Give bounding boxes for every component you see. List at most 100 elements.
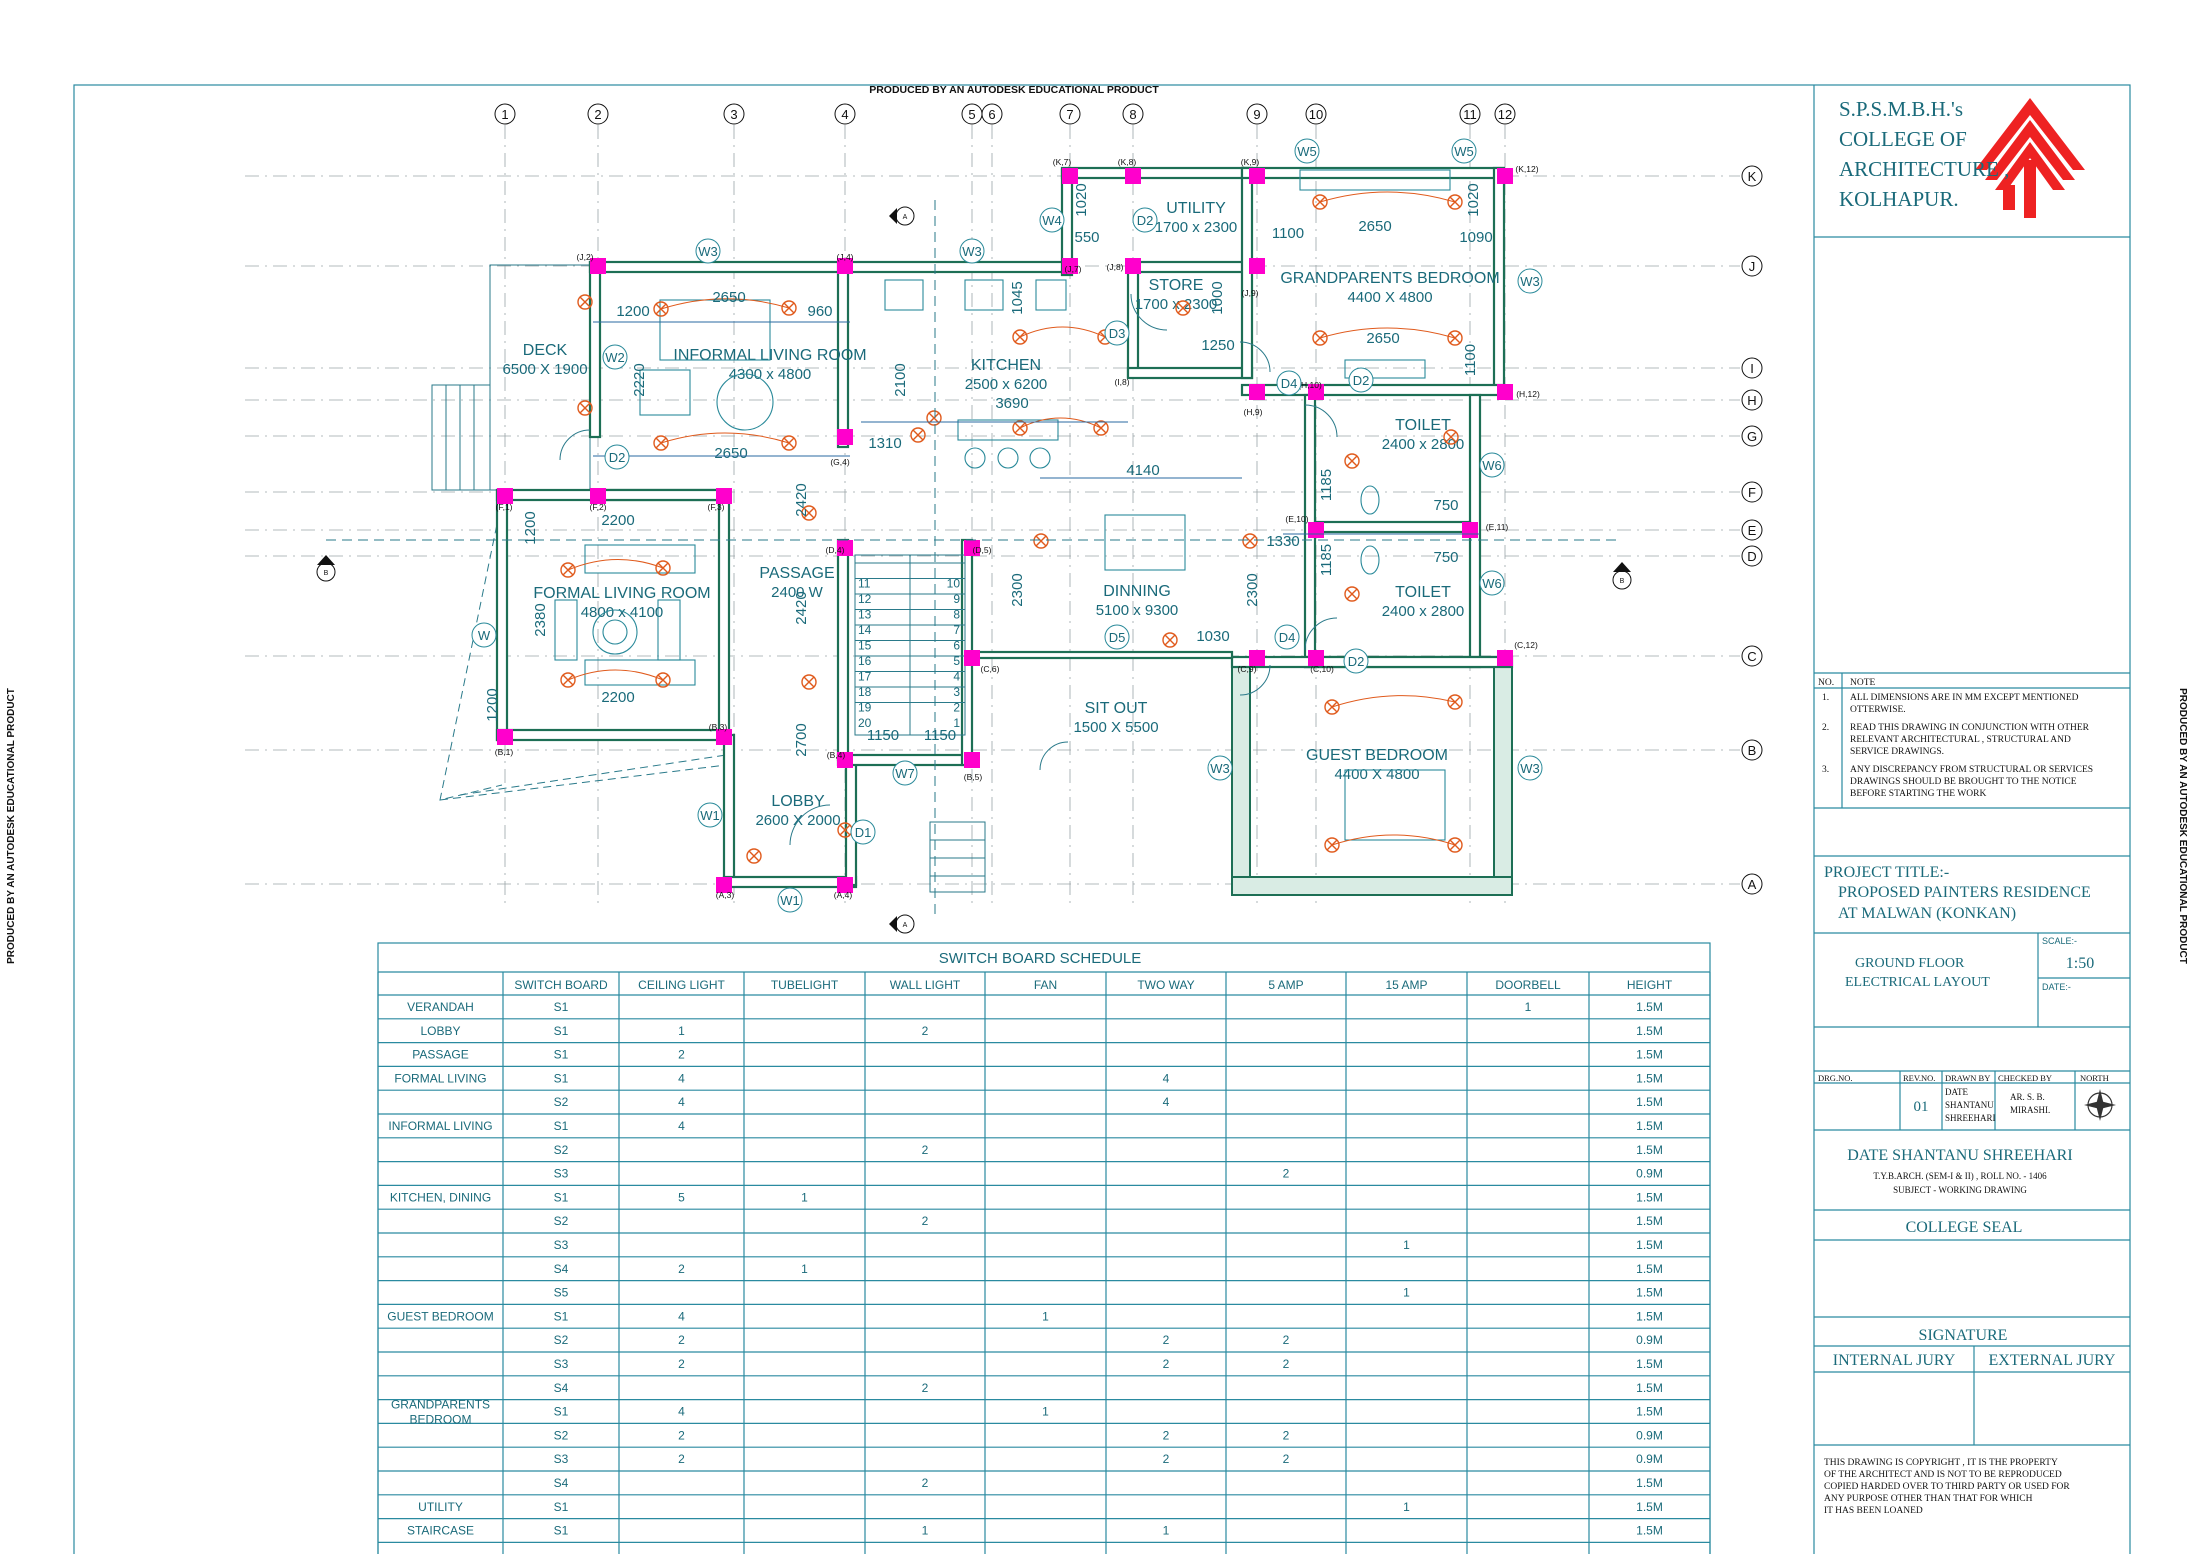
room-name: KITCHEN — [971, 357, 1041, 374]
grid-row-c: C — [1747, 649, 1756, 664]
schedule-cell: 2 — [1163, 1428, 1170, 1442]
opening-tag: D2 — [1353, 373, 1370, 388]
opening-tag: W7 — [895, 766, 915, 781]
schedule-cell: 2 — [678, 1048, 685, 1062]
schedule-cell: 1.5M — [1636, 1286, 1663, 1300]
drawn-by-label: DRAWN BY — [1945, 1073, 1990, 1083]
schedule-room: UTILITY — [418, 1500, 463, 1514]
grid-row-f: F — [1748, 485, 1756, 500]
checked-by-line-2: MIRASHI. — [2010, 1105, 2050, 1115]
schedule-cell: 1.5M — [1636, 1500, 1663, 1514]
opening-tag: D3 — [1109, 326, 1126, 341]
schedule-cell: 2 — [1283, 1428, 1290, 1442]
opening-tag: W3 — [962, 244, 982, 259]
dimension-label: 1200 — [522, 511, 539, 544]
schedule-cell: S1 — [554, 1190, 569, 1204]
grid-intersection-tag: (J,8) — [1107, 262, 1124, 272]
room-size: 4400 X 4800 — [1347, 289, 1432, 306]
grid-intersection-tag: (A,3) — [716, 890, 735, 900]
schedule-room: BEDROOM — [409, 1413, 471, 1427]
schedule-cell: S2 — [554, 1333, 569, 1347]
stair-step-14: 14 — [858, 623, 872, 637]
dimension-label: 1020 — [1073, 183, 1090, 216]
schedule-cell: S5 — [554, 1286, 569, 1300]
room-size: 2400 W — [771, 584, 824, 601]
schedule-title: SWITCH BOARD SCHEDULE — [939, 950, 1142, 967]
dimension-label: 1100 — [1272, 225, 1304, 242]
opening-tag: W6 — [1482, 576, 1502, 591]
grid-column-5: 5 — [968, 107, 975, 122]
schedule-header: TUBELIGHT — [771, 978, 839, 992]
schedule-cell: 2 — [678, 1333, 685, 1347]
grid-row-d: D — [1747, 549, 1756, 564]
notes-no-header: NO. — [1818, 678, 1834, 688]
dimension-label: 1000 — [1209, 281, 1226, 314]
opening-tag: W1 — [780, 893, 800, 908]
grid-intersection-tag: (K,9) — [1241, 157, 1260, 167]
schedule-cell: 0.9M — [1636, 1167, 1663, 1181]
grid-intersection-tag: (H,10) — [1298, 380, 1322, 390]
room-size: 6500 X 1900 — [502, 361, 587, 378]
schedule-cell: 0.9M — [1636, 1333, 1663, 1347]
grid-column-7: 7 — [1066, 107, 1073, 122]
north-label: NORTH — [2080, 1073, 2109, 1083]
college-line-1: S.P.S.M.B.H.'s — [1839, 97, 1963, 121]
grid-row-a: A — [1748, 877, 1757, 892]
schedule-cell: 1.5M — [1636, 1262, 1663, 1276]
opening-tag: W3 — [698, 244, 718, 259]
schedule-cell: S1 — [554, 1024, 569, 1038]
grid-intersection-tag: (D,5) — [973, 545, 992, 555]
title-block: S.P.S.M.B.H.'s COLLEGE OF ARCHITECTURE ,… — [1814, 97, 2130, 1516]
checked-by-line-1: AR. S. B. — [2010, 1092, 2045, 1102]
room-name: DINNING — [1103, 583, 1171, 600]
room-name: UTILITY — [1166, 200, 1226, 217]
schedule-cell: 1 — [678, 1024, 685, 1038]
schedule-cell: 2 — [1163, 1357, 1170, 1371]
room-size: 4400 X 4800 — [1334, 766, 1419, 783]
room-size: 1700 x 2300 — [1135, 296, 1218, 313]
schedule-cell: 1 — [801, 1190, 808, 1204]
schedule-room: GUEST BEDROOM — [387, 1309, 493, 1323]
schedule-cell: 2 — [922, 1214, 929, 1228]
grid-column-3: 3 — [730, 107, 737, 122]
schedule-cell: S2 — [554, 1143, 569, 1157]
schedule-cell: 2 — [678, 1357, 685, 1371]
schedule-cell: 1.5M — [1636, 1405, 1663, 1419]
schedule-cell: 2 — [1283, 1452, 1290, 1466]
grid-intersection-tag: (C,10) — [1310, 664, 1334, 674]
copyright-line: COPIED HARDED OVER TO THIRD PARTY OR USE… — [1824, 1482, 2070, 1492]
dimension-label: 2650 — [712, 289, 745, 306]
stair-step-3: 3 — [953, 685, 960, 699]
schedule-cell: 1.5M — [1636, 1048, 1663, 1062]
room-size: 4300 x 4800 — [729, 366, 812, 383]
college-line-3: ARCHITECTURE , — [1839, 157, 2009, 181]
note-text: ALL DIMENSIONS ARE IN MM EXCEPT MENTIONE… — [1850, 693, 2079, 703]
rev-no-value: 01 — [1914, 1099, 1929, 1115]
schedule-cell: 4 — [678, 1405, 685, 1419]
schedule-cell: 4 — [1163, 1095, 1170, 1109]
note-text: BEFORE STARTING THE WORK — [1850, 789, 1986, 799]
project-title-line-2: AT MALWAN (KONKAN) — [1838, 905, 2016, 922]
note-number: 3. — [1822, 765, 1829, 775]
opening-tag: D2 — [1348, 654, 1365, 669]
schedule-cell: S1 — [554, 1405, 569, 1419]
schedule-cell: 1 — [801, 1262, 808, 1276]
copyright-line: THIS DRAWING IS COPYRIGHT , IT IS THE PR… — [1824, 1458, 2058, 1468]
stair-step-11: 11 — [858, 577, 871, 591]
schedule-cell: 1.5M — [1636, 1000, 1663, 1014]
grid-intersection-tag: (B,4) — [827, 750, 846, 760]
notes-header: NOTE — [1850, 678, 1876, 688]
grid-row-b: B — [1748, 743, 1757, 758]
room-name: GRANDPARENTS BEDROOM — [1280, 270, 1499, 287]
dimension-label: 1200 — [616, 303, 649, 320]
dimension-label: 2700 — [793, 723, 810, 756]
schedule-cell: 1.5M — [1636, 1071, 1663, 1085]
schedule-cell: 1.5M — [1636, 1190, 1663, 1204]
sheet-title-line-1: GROUND FLOOR — [1855, 956, 1965, 971]
dimension-label: 2200 — [601, 689, 634, 706]
grid-row-j: J — [1749, 259, 1756, 274]
schedule-cell: 2 — [678, 1428, 685, 1442]
